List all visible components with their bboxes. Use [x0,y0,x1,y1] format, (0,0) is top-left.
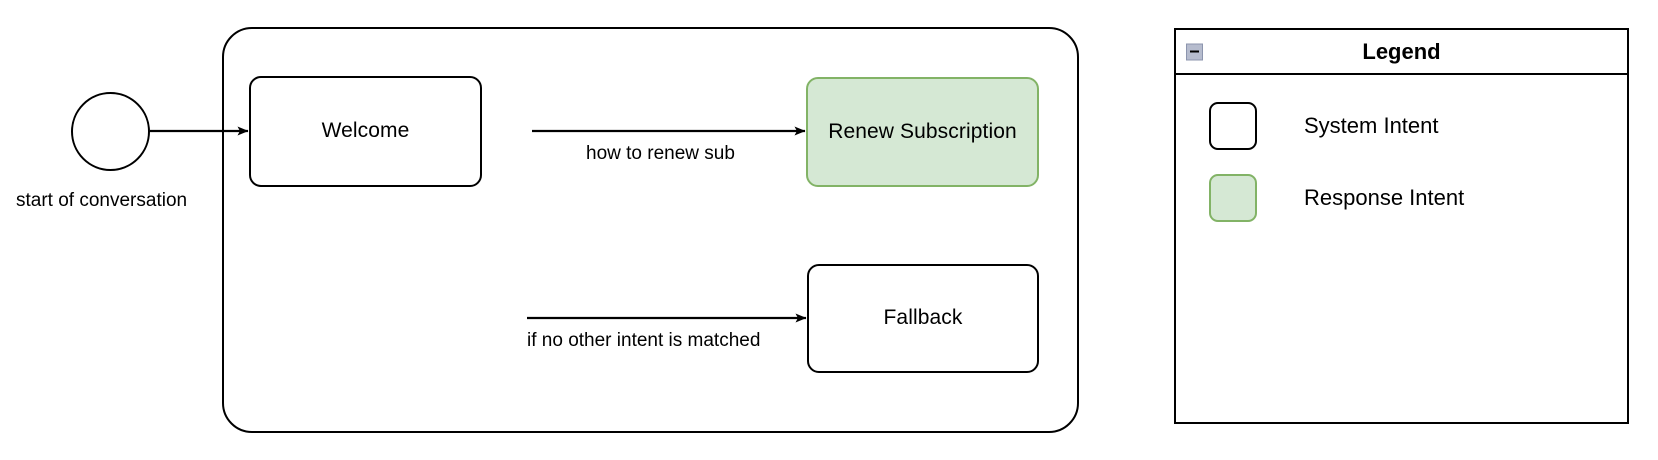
legend-panel: Legend System Intent Response Intent [1174,28,1629,424]
legend-item-response-intent[interactable]: Response Intent [1209,174,1464,222]
start-node-caption: start of conversation [16,190,188,211]
conversation-group-container[interactable] [222,27,1079,433]
node-welcome[interactable]: Welcome [249,76,482,187]
system-intent-swatch-icon [1209,102,1257,150]
node-fallback-label: Fallback [883,306,963,330]
node-fallback[interactable]: Fallback [807,264,1039,373]
start-node[interactable] [71,92,150,171]
legend-item-system-intent-label: System Intent [1304,113,1439,138]
legend-item-system-intent[interactable]: System Intent [1209,102,1439,150]
legend-item-response-intent-label: Response Intent [1304,185,1465,210]
node-renew-subscription-label: Renew Subscription [828,119,1017,143]
node-welcome-label: Welcome [321,119,410,143]
legend-title: Legend [1362,38,1441,64]
node-renew-subscription[interactable]: Renew Subscription [806,77,1039,187]
minimize-icon-bar [1190,50,1199,53]
edge-label-if-no-other-intent-is-matched: if no other intent is matched [527,330,761,351]
legend-header: Legend [1176,30,1627,75]
response-intent-swatch-icon [1209,174,1257,222]
minimize-icon[interactable] [1186,43,1203,60]
edge-label-how-to-renew-sub: how to renew sub [586,143,735,164]
